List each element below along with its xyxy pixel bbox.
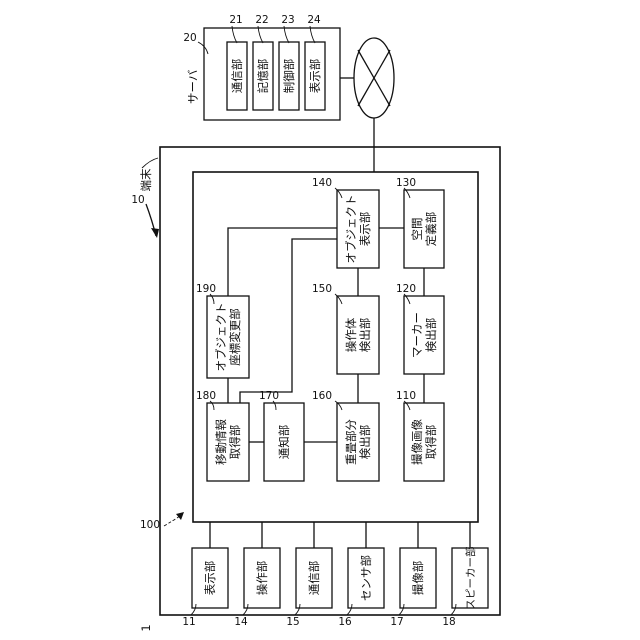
terminal-label-leader [142,158,158,168]
network-icon [340,38,394,147]
peripheral-ref: 17 [390,616,403,628]
peripheral-label: 操作部 [255,561,269,596]
server-unit-ref: 24 [307,14,321,26]
controller-ref: 100 [140,519,160,531]
block-ref: 170 [259,390,279,402]
functional-blocks: オブジェクト表示部 空間定義部 操作体検出部 マーカー検出部 オブジェクト座標変… [196,177,444,481]
peripheral-label: 表示部 [203,561,217,596]
server-unit-ref: 21 [229,14,242,26]
block-label-line: 重畳部分 [344,419,358,465]
block-ref: 130 [396,177,416,189]
block-ref: 150 [312,283,332,295]
block-ref: 140 [312,177,332,189]
block-ref: 180 [196,390,216,402]
figure-number: 1 [139,624,153,631]
peripheral-label: 撮像部 [411,561,425,596]
block-label-line: 取得部 [424,425,438,460]
peripheral-label: 通信部 [307,561,321,596]
block-label-line: 移動情報 [214,419,228,465]
controller-ref-arrowhead [176,512,184,520]
block-label-line: 表示部 [358,212,372,247]
block-label: 通知部 [277,425,291,460]
block-label: マーカー検出部 [410,312,438,358]
server-unit-ref: 22 [255,14,268,26]
peripheral-ref: 14 [234,616,248,628]
peripheral-ref: 11 [182,616,195,628]
block-label-line: 検出部 [358,425,372,460]
block-label-line: 操作体 [344,317,358,352]
block-label: 重畳部分検出部 [344,419,372,465]
block-ref: 110 [396,390,416,402]
block-label: 操作体検出部 [344,317,372,352]
server-unit-label: 記憶部 [256,59,270,94]
peripheral-label: スピーカー部 [464,547,477,610]
terminal-group: 端末 10 100 [131,147,500,615]
peripheral-label: センサ部 [359,555,373,601]
server-unit-label: 制御部 [282,59,296,94]
peripheral-ref: 15 [286,616,299,628]
block-label: 移動情報取得部 [214,419,242,465]
server-unit-label: 通信部 [230,59,244,94]
peripheral-ref: 18 [442,616,455,628]
block-label-line: 撮像画像 [410,419,424,465]
block-ref: 190 [196,283,216,295]
terminal-frame [160,147,500,615]
terminal-label: 端末 [139,168,153,191]
block-label-line: 取得部 [228,425,242,460]
block-label-line: 検出部 [358,318,372,353]
server-unit-ref: 23 [281,14,294,26]
system-ref: 10 [131,194,144,206]
block-label: 撮像画像取得部 [410,419,438,465]
block-label-line: マーカー [410,312,424,358]
block-label: オブジェクト座標変更部 [214,303,242,372]
system-ref-arrowhead [151,228,159,238]
server-unit-label: 表示部 [308,59,322,94]
peripheral-ref: 16 [338,616,352,628]
server-label: サーバ [186,69,200,104]
block-label-line: 定義部 [424,212,438,247]
block-label-line: 通知部 [277,425,291,460]
block-label-line: 検出部 [424,318,438,353]
block-label-line: 空間 [410,218,424,241]
block-label-line: オブジェクト [344,195,358,264]
block-ref: 120 [396,283,416,295]
server-group: サーバ 20 通信部 記憶部 制御部 表示部 21 22 23 24 [183,14,340,120]
block-label-line: 座標変更部 [228,308,242,366]
server-ref: 20 [183,32,196,44]
block-ref: 160 [312,390,332,402]
block-label-line: オブジェクト [214,303,228,372]
controller-ref-leader [164,516,180,526]
